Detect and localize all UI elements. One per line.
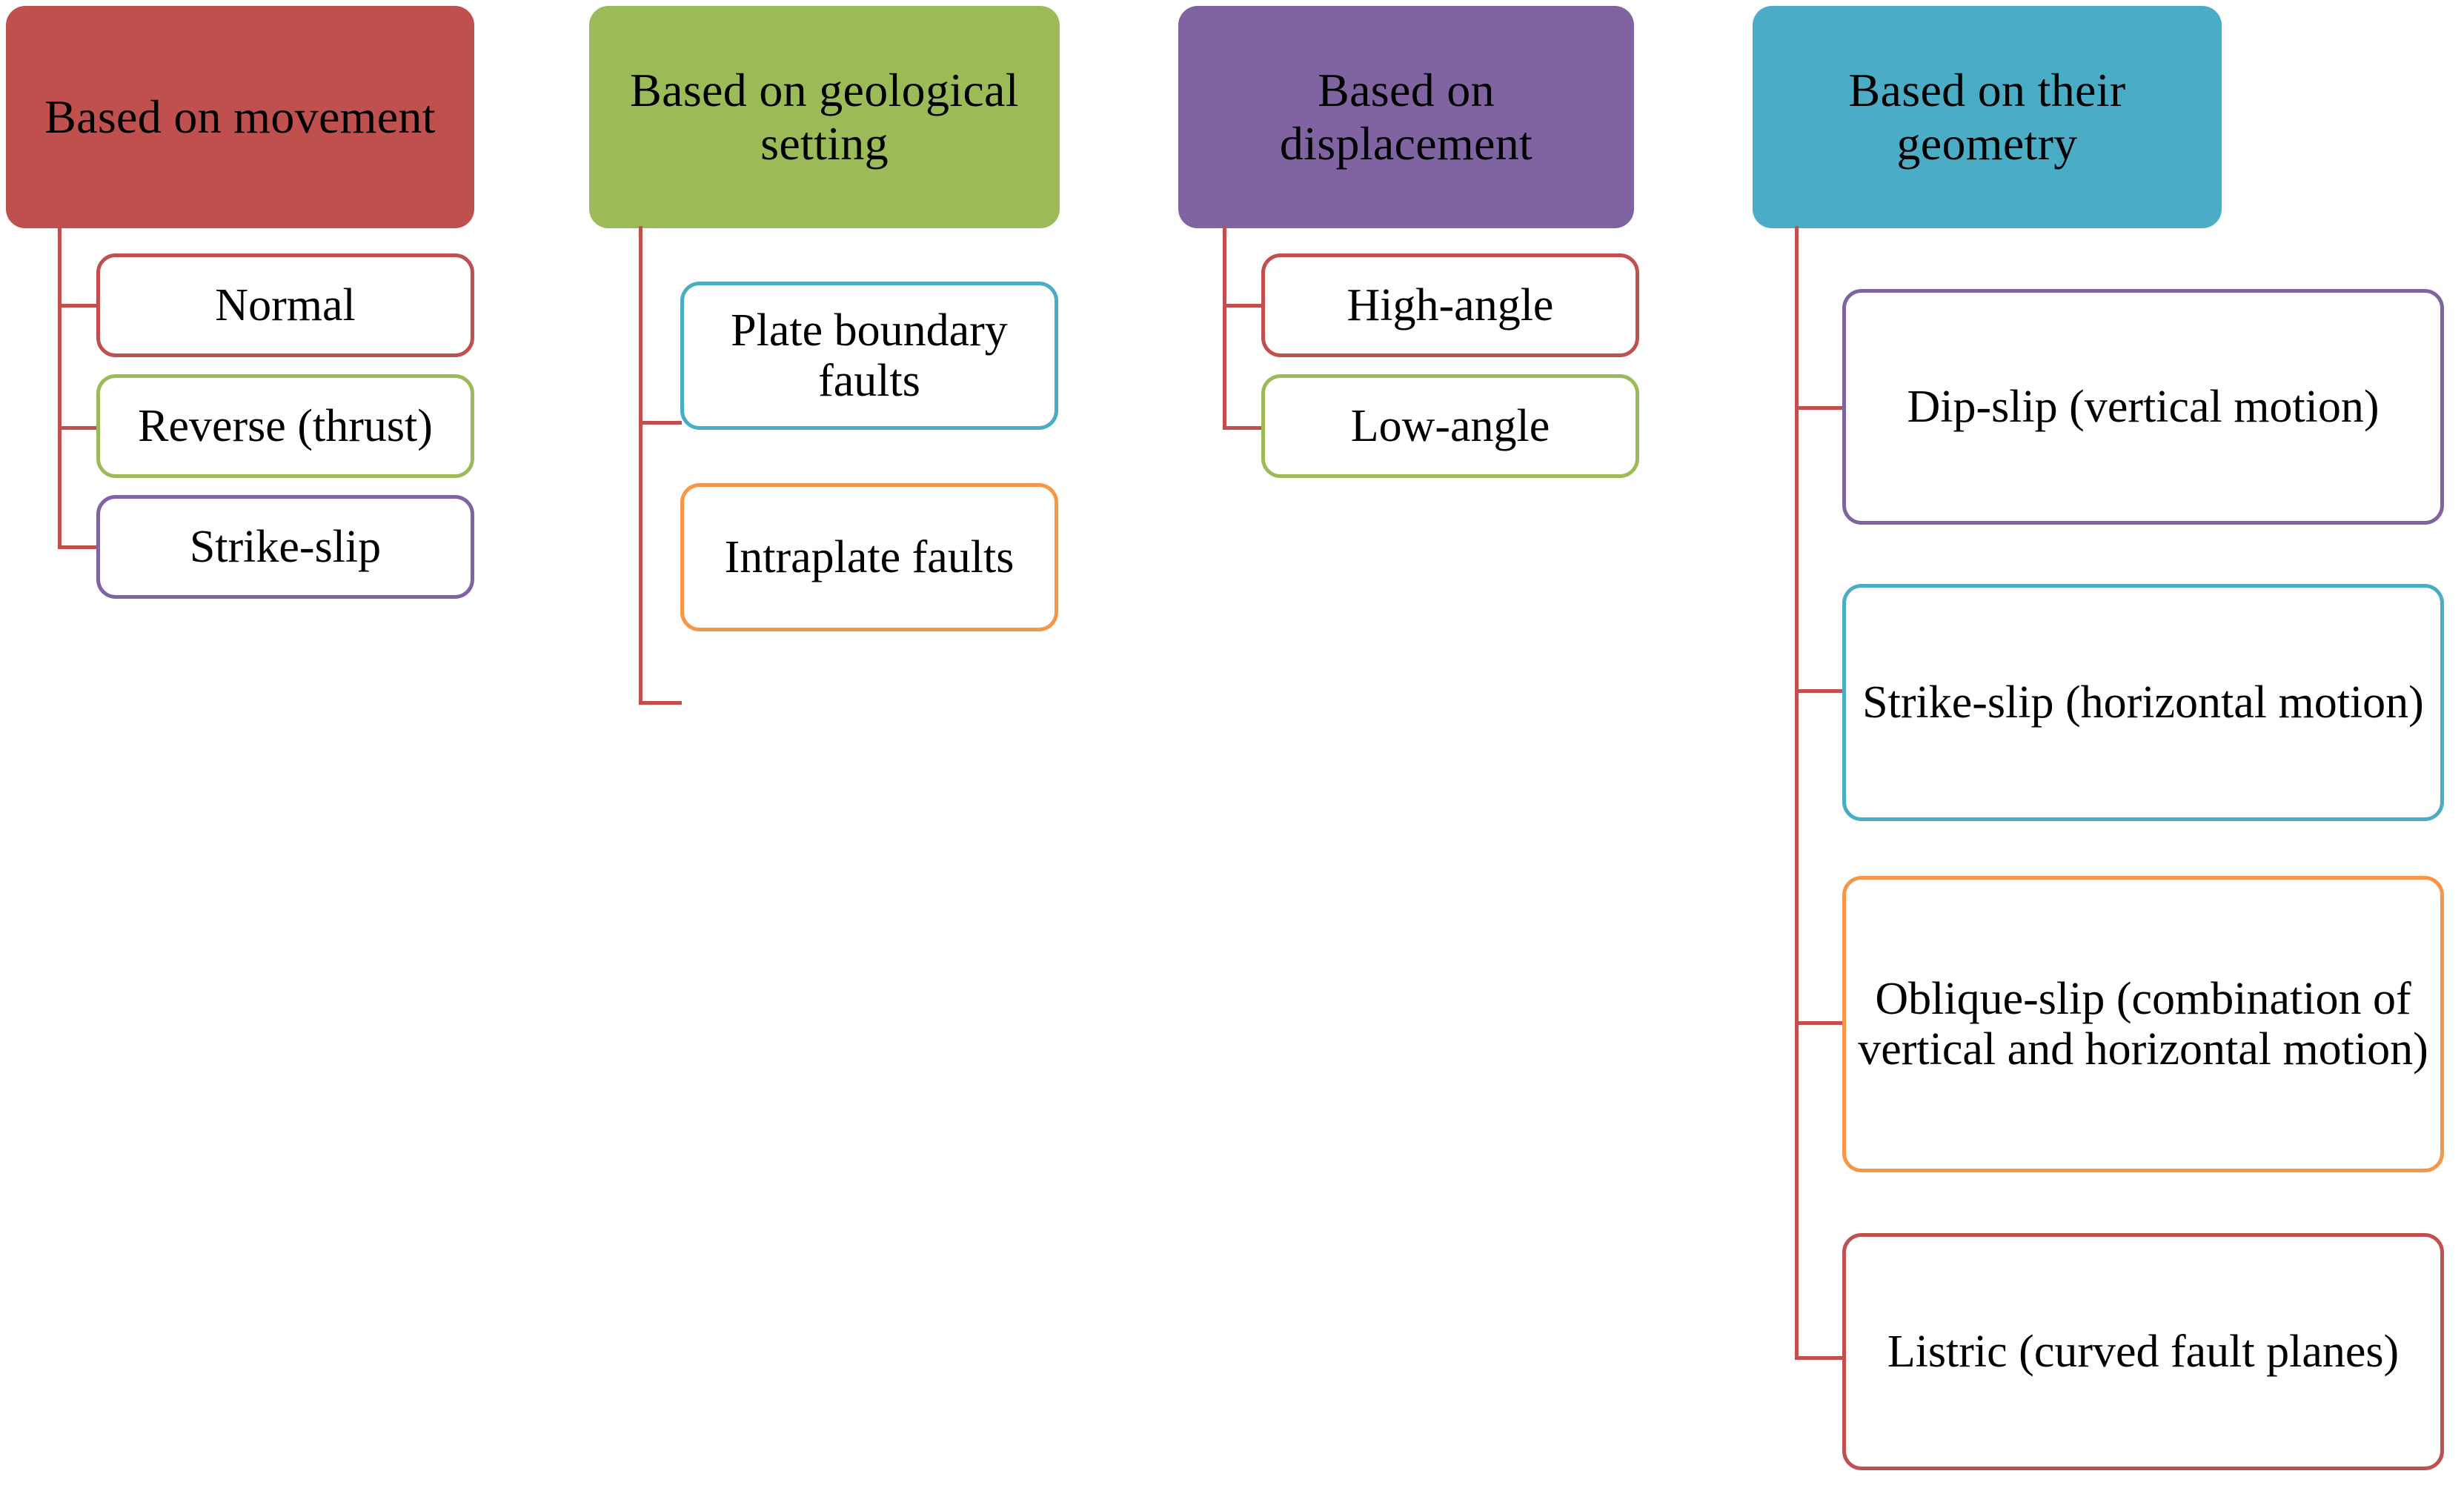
- leaf-label: Strike-slip (horizontal motion): [1862, 677, 2424, 728]
- leaf-label: Intraplate faults: [724, 531, 1015, 582]
- leaf-strike-slip-geometry[interactable]: Strike-slip (horizontal motion): [1842, 584, 2444, 821]
- connector-branch-movement-2: [58, 426, 99, 430]
- leaf-label: Low-angle: [1350, 400, 1550, 451]
- header-based-on-their-geometry[interactable]: Based on their geometry: [1753, 6, 2222, 228]
- header-based-on-displacement[interactable]: Based on displacement: [1178, 6, 1634, 228]
- connector-trunk-geological: [639, 226, 642, 704]
- header-label: Based on their geometry: [1848, 64, 2126, 170]
- leaf-label: Strike-slip: [189, 521, 382, 572]
- header-based-on-movement[interactable]: Based on movement: [6, 6, 474, 228]
- header-label: Based on displacement: [1279, 64, 1533, 170]
- leaf-label: Dip-slip (vertical motion): [1907, 381, 2380, 432]
- connector-branch-displacement-2: [1223, 426, 1264, 430]
- leaf-label: Plate boundary faults: [731, 305, 1008, 406]
- connector-branch-displacement-1: [1223, 304, 1264, 308]
- connector-branch-geometry-3: [1795, 1021, 1842, 1025]
- connector-branch-movement-1: [58, 304, 99, 308]
- connector-branch-geometry-2: [1795, 689, 1842, 693]
- connector-trunk-displacement: [1223, 226, 1226, 430]
- leaf-plate-boundary-faults[interactable]: Plate boundary faults: [680, 282, 1058, 430]
- leaf-dip-slip[interactable]: Dip-slip (vertical motion): [1842, 289, 2444, 525]
- leaf-label: Listric (curved fault planes): [1887, 1326, 2400, 1377]
- leaf-normal[interactable]: Normal: [96, 253, 474, 357]
- header-label: Based on movement: [44, 90, 436, 144]
- leaf-label: High-angle: [1346, 279, 1554, 331]
- leaf-strike-slip-movement[interactable]: Strike-slip: [96, 495, 474, 599]
- connector-trunk-geometry: [1795, 226, 1799, 1360]
- header-based-on-geological-setting[interactable]: Based on geological setting: [589, 6, 1060, 228]
- leaf-oblique-slip[interactable]: Oblique-slip (combination of vertical an…: [1842, 876, 2444, 1172]
- connector-branch-geometry-1: [1795, 406, 1842, 410]
- leaf-reverse-thrust[interactable]: Reverse (thrust): [96, 374, 474, 478]
- leaf-intraplate-faults[interactable]: Intraplate faults: [680, 483, 1058, 631]
- header-label: Based on geological setting: [630, 64, 1019, 170]
- leaf-low-angle[interactable]: Low-angle: [1261, 374, 1639, 478]
- leaf-listric[interactable]: Listric (curved fault planes): [1842, 1233, 2444, 1470]
- connector-branch-geological-1: [639, 421, 682, 425]
- connector-trunk-movement: [58, 226, 62, 548]
- connector-branch-movement-3: [58, 545, 99, 549]
- leaf-high-angle[interactable]: High-angle: [1261, 253, 1639, 357]
- connector-branch-geological-2: [639, 701, 682, 705]
- leaf-label: Normal: [215, 279, 356, 331]
- leaf-label: Reverse (thrust): [138, 400, 433, 451]
- leaf-label: Oblique-slip (combination of vertical an…: [1858, 973, 2428, 1075]
- connector-branch-geometry-4: [1795, 1356, 1842, 1360]
